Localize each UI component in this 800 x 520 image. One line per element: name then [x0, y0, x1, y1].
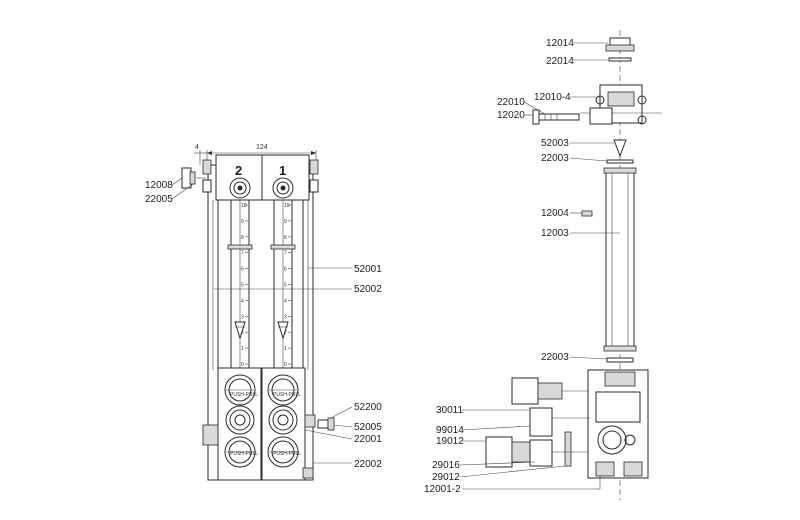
scale-tick-label: 2	[284, 330, 287, 336]
scale-tick-label: 7	[241, 251, 244, 257]
callout-22010: 22010	[497, 97, 525, 108]
width-dimension: 124	[206, 144, 317, 165]
scale-tick-label: 0	[284, 362, 287, 368]
part-29016	[529, 439, 553, 467]
scale-tick-label: 9	[241, 219, 244, 225]
part-12003-tube	[605, 169, 635, 349]
callout-52003: 52003	[541, 138, 569, 149]
scale-tick-label: 10	[241, 203, 247, 209]
push-pull-label-bottom: PUSH-PULL	[273, 451, 301, 457]
part-22003-bottom	[606, 357, 634, 363]
part-12004	[581, 210, 593, 217]
top-fitting-right	[272, 177, 294, 199]
callout-30011: 30011	[436, 405, 464, 416]
part-12020	[532, 109, 540, 125]
scale-tick-label: 6	[241, 267, 244, 273]
tube-number-2: 2	[235, 163, 242, 178]
callout-52200: 52200	[354, 402, 382, 413]
float-right	[277, 321, 289, 340]
part-22010	[538, 113, 580, 121]
callout-52002: 52002	[354, 284, 382, 295]
push-pull-label-top-left: PUSH-PULL	[230, 392, 258, 398]
scale-tick-label: 3	[284, 314, 287, 320]
scale-tick-label: 10	[284, 203, 290, 209]
part-99014	[529, 407, 553, 437]
width-dimension-label: 124	[256, 144, 268, 151]
callout-12020: 12020	[497, 110, 525, 121]
callout-22003-bottom: 22003	[541, 352, 569, 363]
scale-tick-label: 5	[284, 283, 287, 289]
callout-12010-4: 12010-4	[534, 92, 571, 103]
callout-52001: 52001	[354, 264, 382, 275]
callout-22005: 22005	[145, 194, 173, 205]
scale-tick-label: 1	[241, 346, 244, 352]
left-rail	[207, 164, 219, 481]
scale-tick-label: 2	[241, 330, 244, 336]
push-pull-label-bottom-left: PUSH-PULL	[230, 451, 258, 457]
scale-tick-label: 9	[284, 219, 287, 225]
scale-tick-label: 4	[284, 298, 287, 304]
tube-number-1: 1	[279, 163, 286, 178]
knob-bottom-left	[224, 436, 256, 468]
scale-tick-label: 4	[241, 298, 244, 304]
scale-tick-label: 3	[241, 314, 244, 320]
scale-tick-label: 8	[284, 235, 287, 241]
scale-tick-label: 0	[241, 362, 244, 368]
callout-22014: 22014	[546, 56, 574, 67]
part-30011	[511, 377, 539, 405]
callout-12004: 12004	[541, 208, 569, 219]
callout-52005: 52005	[354, 422, 382, 433]
scale-tick-label: 7	[284, 251, 287, 257]
part-19012	[485, 436, 513, 468]
callout-99014: 99014	[436, 425, 464, 436]
knob-middle-left	[225, 405, 255, 435]
knob-bottom-right	[267, 436, 299, 468]
callout-12014: 12014	[546, 38, 574, 49]
exploded-view: 12014 22014 12010-4 22010 12020 52003 22…	[424, 30, 662, 500]
gap-dimension-label: 4	[195, 144, 199, 151]
knob-top-right	[267, 374, 299, 406]
callout-12001-2: 12001-2	[424, 484, 461, 495]
part-22003-top	[606, 159, 634, 164]
knob-top-left	[224, 374, 256, 406]
knob-middle-right	[268, 405, 298, 435]
callout-22003-top: 22003	[541, 153, 569, 164]
part-52003	[613, 139, 627, 158]
scale-tick-label: 6	[284, 267, 287, 273]
top-fitting-left	[229, 177, 251, 199]
push-pull-label-top: PUSH-PULL	[273, 392, 301, 398]
scale-tick-label: 5	[241, 283, 244, 289]
gap-dimension: 4	[194, 144, 207, 165]
callout-19012: 19012	[436, 436, 464, 447]
part-22014	[608, 57, 632, 62]
part-29012	[564, 431, 572, 467]
callout-12008: 12008	[145, 180, 173, 191]
callout-29012: 29012	[432, 472, 460, 483]
scale-tick-label: 1	[284, 346, 287, 352]
front-view: 124 4 2 1	[145, 144, 382, 481]
bottom-valve-block	[587, 369, 649, 479]
callout-22001: 22001	[354, 434, 382, 445]
float-left	[234, 321, 246, 340]
callout-22002: 22002	[354, 459, 382, 470]
scale-tick-label: 8	[241, 235, 244, 241]
callout-29016: 29016	[432, 460, 460, 471]
callout-12003: 12003	[541, 228, 569, 239]
